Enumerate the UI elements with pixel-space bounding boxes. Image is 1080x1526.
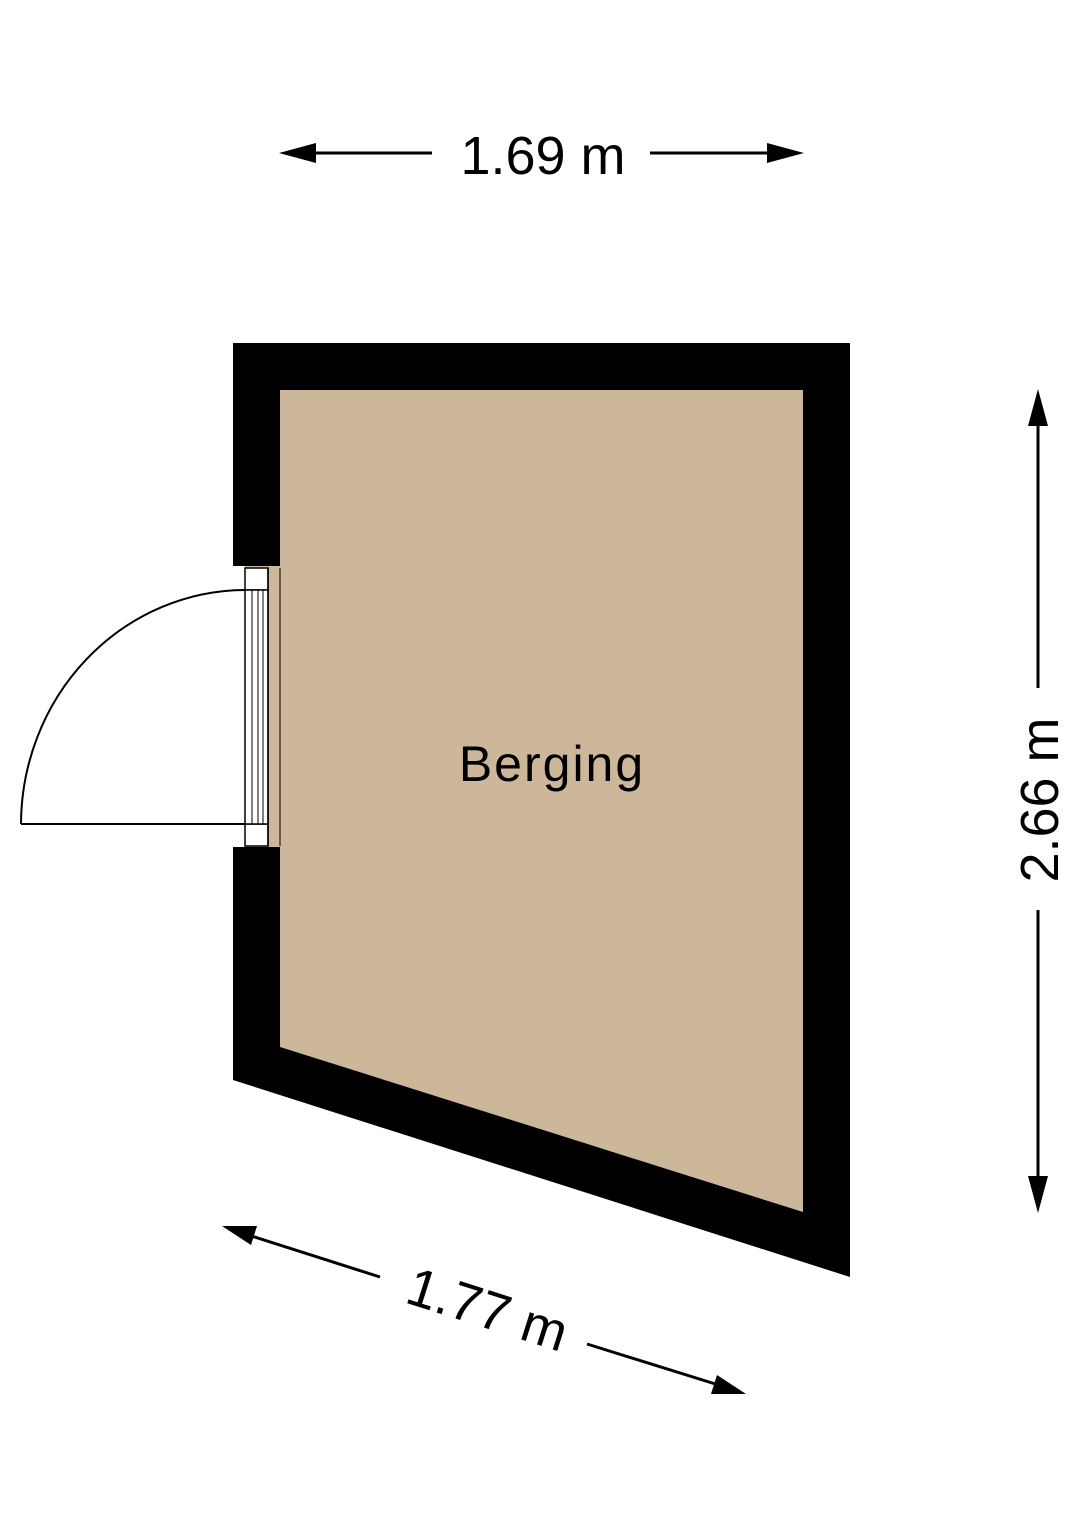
door-threshold — [244, 589, 269, 825]
door-jamb-bottom — [244, 823, 269, 847]
door-swing-arc — [20, 589, 246, 825]
arrow-left-icon — [279, 143, 316, 163]
room-label: Berging — [459, 736, 645, 792]
door-opening-exterior — [231, 566, 245, 847]
arrow-down-icon — [1028, 1176, 1048, 1213]
room-floor — [280, 390, 803, 1212]
door-jamb-top — [244, 567, 269, 591]
dimension-right-label: 2.66 m — [1010, 717, 1070, 882]
arrow-bottom-right-icon — [711, 1375, 746, 1394]
dimension-bottom: 1.77 m — [222, 1226, 746, 1394]
arrow-bottom-left-icon — [222, 1226, 257, 1245]
arrow-up-icon — [1028, 389, 1048, 426]
arrow-right-icon — [767, 143, 804, 163]
dimension-bottom-label: 1.77 m — [400, 1256, 576, 1363]
door — [20, 566, 282, 847]
dimension-right: 2.66 m — [1010, 389, 1070, 1213]
dimension-top: 1.69 m — [279, 126, 804, 186]
dimension-top-label: 1.69 m — [460, 126, 625, 186]
